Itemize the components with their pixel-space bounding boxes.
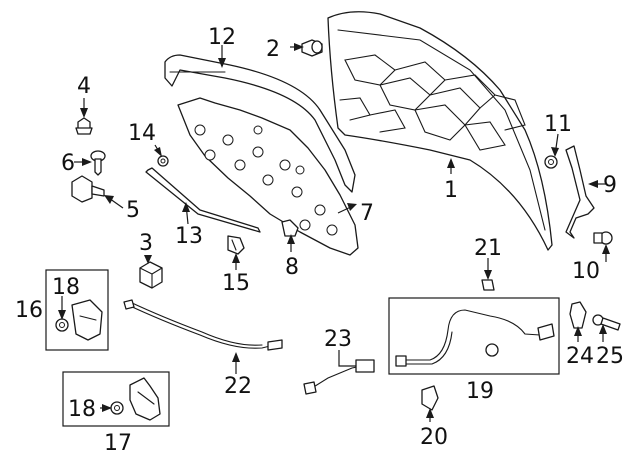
mount-bolt[interactable] [592,314,621,331]
wire-clip[interactable] [569,301,587,329]
callout-3: 3 [139,231,153,256]
callout-22: 22 [224,374,252,399]
clip[interactable] [281,219,299,237]
callout-9: 9 [603,173,617,198]
callout-15: 15 [222,271,250,296]
callout-7: 7 [360,201,374,226]
callout-1: 1 [444,178,458,203]
hood-panel[interactable] [327,11,553,251]
callout-10: 10 [572,259,600,284]
callout-11: 11 [544,112,572,137]
callout-17: 17 [104,431,132,456]
retainer-clip[interactable] [227,235,245,255]
hinge-arm[interactable] [565,145,595,239]
hinge-bolt[interactable] [593,231,613,245]
bumper-stop[interactable] [301,39,323,57]
hood-seal[interactable] [164,54,356,193]
callout-18-hinge: 18 [52,275,80,300]
callout-14: 14 [128,121,156,146]
callout-19: 19 [466,379,494,404]
bracket[interactable] [71,175,105,203]
release-cable[interactable] [123,299,283,351]
hood-insulator[interactable] [177,97,359,256]
callout-23: 23 [324,327,352,352]
hood-bumper[interactable] [139,261,163,289]
callout-18-latch: 18 [68,397,96,422]
callout-2: 2 [266,37,280,62]
callout-16: 16 [15,298,43,323]
prop-rod[interactable] [145,167,261,233]
callout-5: 5 [126,198,140,223]
screw[interactable] [90,150,106,176]
connector-clip[interactable] [421,385,439,411]
harness-box [388,297,560,375]
hex-nut[interactable] [157,155,169,167]
callout-8: 8 [285,255,299,280]
hood-hinge-left[interactable] [71,299,103,341]
hinge-box [45,269,109,351]
callout-20: 20 [420,425,448,450]
flange-nut-b[interactable] [110,401,124,415]
ground-strap[interactable] [303,359,375,395]
callout-25: 25 [596,344,624,369]
callout-21: 21 [474,236,502,261]
hinge-nut[interactable] [544,155,558,169]
latch-box [62,371,170,427]
callout-6: 6 [61,151,75,176]
locator-pin[interactable] [481,279,495,291]
push-clip[interactable] [75,117,93,135]
arrowheads [58,43,610,418]
callout-24: 24 [566,344,594,369]
wiring-harness[interactable] [395,309,555,367]
flange-nut-a[interactable] [55,318,69,332]
callout-4: 4 [77,74,91,99]
callout-13: 13 [175,224,203,249]
hood-latch[interactable] [129,377,161,421]
callout-12: 12 [208,25,236,50]
